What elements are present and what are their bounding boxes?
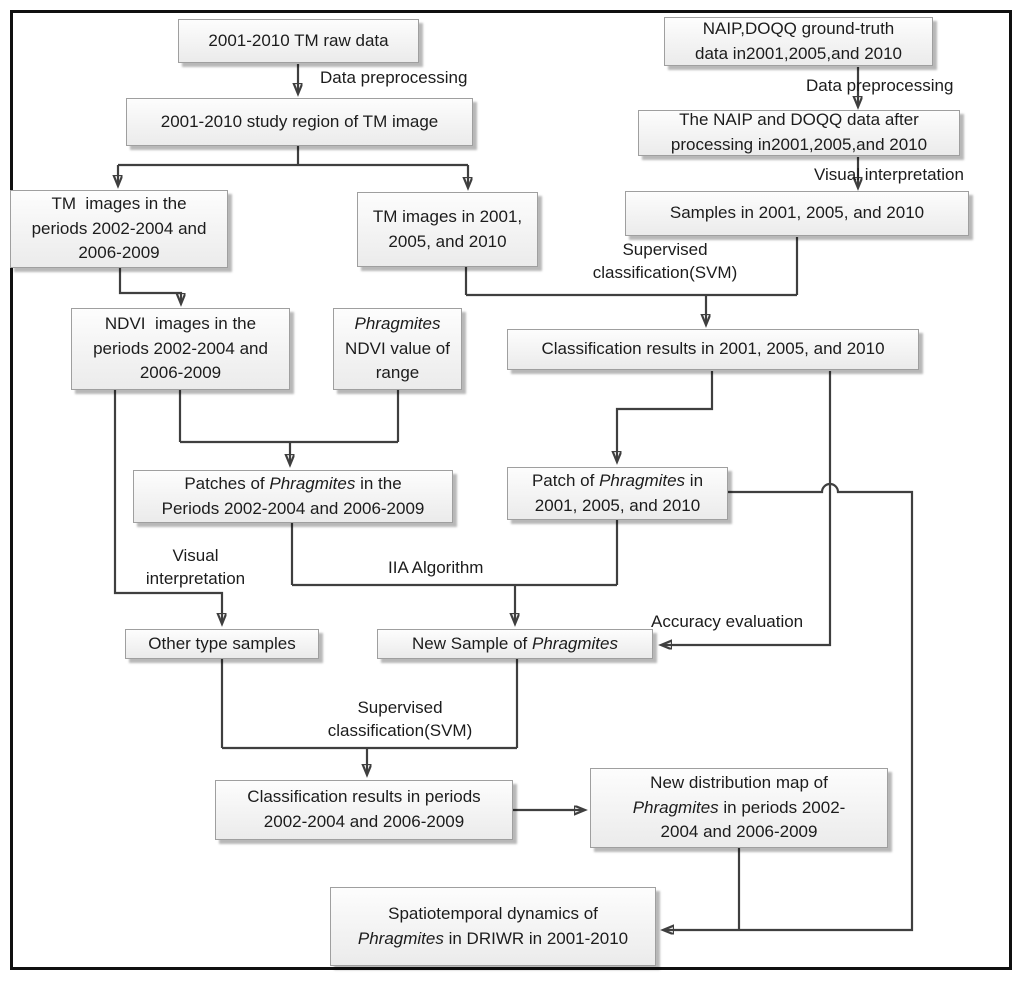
node-patches-periods: Patches of Phragmites in the Periods 200… xyxy=(133,470,453,523)
node-samples-years: Samples in 2001, 2005, and 2010 xyxy=(625,191,969,236)
node-naip-processed: The NAIP and DOQQ data after processing … xyxy=(638,110,960,156)
arrow-tmperiods-to-ndvi xyxy=(118,268,181,303)
node-patch-years: Patch of Phragmites in 2001, 2005, and 2… xyxy=(507,467,728,520)
merge-tmyears-samples-to-classyears xyxy=(464,237,799,324)
label-iia-algorithm: IIA Algorithm xyxy=(388,558,484,577)
node-spatiotemporal-dynamics: Spatiotemporal dynamics of Phragmites in… xyxy=(330,887,656,966)
node-naip-ground-truth: NAIP,DOQQ ground-truth data in2001,2005,… xyxy=(664,17,933,66)
node-other-type-samples: Other type samples xyxy=(125,629,319,659)
label-supervised-classification-top: Supervised classification(SVM) xyxy=(592,240,738,282)
label-accuracy-evaluation: Accuracy evaluation xyxy=(651,612,804,631)
label-supervised-classification-bottom: Supervised classification(SVM) xyxy=(327,698,473,740)
label-visual-interpretation-left: Visual interpretation xyxy=(145,546,246,588)
merge-samples-to-classperiods xyxy=(220,659,519,774)
node-tm-raw-data: 2001-2010 TM raw data xyxy=(178,19,419,63)
figure-border xyxy=(10,10,1012,970)
node-tm-images-periods: TM images in the periods 2002-2004 and 2… xyxy=(10,190,228,268)
node-new-sample-phragmites: New Sample of Phragmites xyxy=(377,629,653,659)
node-classification-results-periods: Classification results in periods 2002-2… xyxy=(215,780,513,840)
arrow-classyears-to-patchyears xyxy=(617,371,714,461)
merge-ndvi-range-to-patches xyxy=(178,390,400,464)
label-data-preprocessing-left: Data preprocessing xyxy=(320,68,468,87)
node-phragmites-ndvi-range: Phragmites NDVI value of range xyxy=(333,308,462,390)
split-study-to-tm-boxes xyxy=(118,146,468,187)
line-patchyears-to-spatiotemporal xyxy=(664,482,914,930)
node-ndvi-images-periods: NDVI images in the periods 2002-2004 and… xyxy=(71,308,290,390)
node-tm-images-years: TM images in 2001, 2005, and 2010 xyxy=(357,192,538,267)
merge-patches-to-newsample xyxy=(290,520,619,623)
label-visual-interpretation-right: Visual interpretation xyxy=(814,165,964,184)
label-data-preprocessing-right: Data preprocessing xyxy=(806,76,954,95)
node-classification-results-years: Classification results in 2001, 2005, an… xyxy=(507,329,919,370)
arrow-accuracy-evaluation xyxy=(662,371,832,645)
node-study-region: 2001-2010 study region of TM image xyxy=(126,98,473,146)
node-new-distribution-map: New distribution map of Phragmites in pe… xyxy=(590,768,888,848)
arrow-ndvi-to-othersamples xyxy=(113,390,222,623)
